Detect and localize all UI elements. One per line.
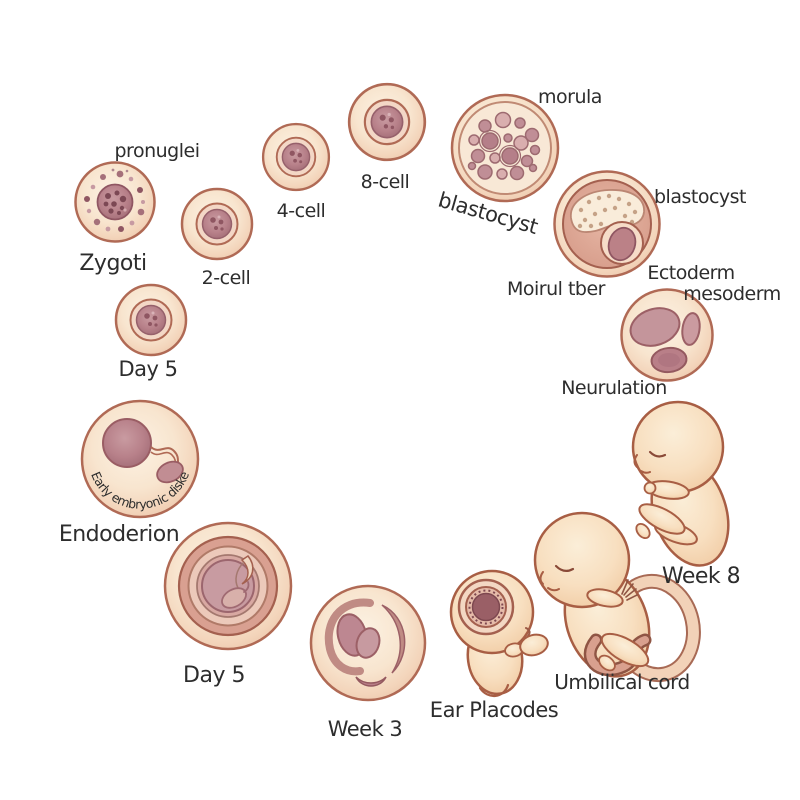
- two-cell-label: 2-cell: [202, 267, 251, 289]
- day5-large-illustration: [163, 521, 293, 651]
- ectoderm-label: Ectoderm: [647, 262, 734, 284]
- week8-label: Week 8: [662, 564, 740, 589]
- week3-illustration: [309, 584, 427, 702]
- endoderm-label: Endoderion: [59, 522, 179, 547]
- umbilical-cord-label: Umbilical cord: [554, 670, 689, 694]
- morula-illustration: [450, 93, 560, 203]
- eight-cell-label: 8-cell: [361, 171, 410, 193]
- blastocyst-label: blastocyst: [654, 186, 746, 208]
- gastrula-illustration: [620, 288, 714, 382]
- neurulation-label: Neurulation: [561, 377, 667, 399]
- zygote-label: Zygoti: [79, 251, 146, 276]
- week3-label: Week 3: [328, 717, 403, 741]
- umbilical-fetus-illustration: [533, 511, 701, 683]
- ear-placodes-embryo-illustration: [449, 569, 549, 697]
- embryonic-disc-illustration: Early embryonic diske: [80, 399, 200, 519]
- morula-label: morula: [538, 86, 602, 108]
- two-cell-illustration: [180, 187, 254, 261]
- mesoderm-label: mesoderm: [683, 283, 780, 305]
- eight-cell-illustration: [347, 82, 427, 162]
- blastocyst-illustration: [553, 170, 661, 278]
- four-cell-label: 4-cell: [277, 200, 326, 222]
- day5-small-illustration: [114, 283, 188, 357]
- four-cell-illustration: [261, 122, 331, 192]
- day5-small-label: Day 5: [118, 357, 177, 381]
- ear-placodes-label: Ear Placodes: [430, 698, 558, 722]
- pronuclei-label: pronuglei: [115, 140, 200, 162]
- zygote-illustration: [74, 161, 156, 243]
- morul-tber-label: Moirul tber: [507, 278, 606, 300]
- week8-fetus-illustration: [631, 400, 730, 567]
- day5-large-label: Day 5: [183, 663, 245, 688]
